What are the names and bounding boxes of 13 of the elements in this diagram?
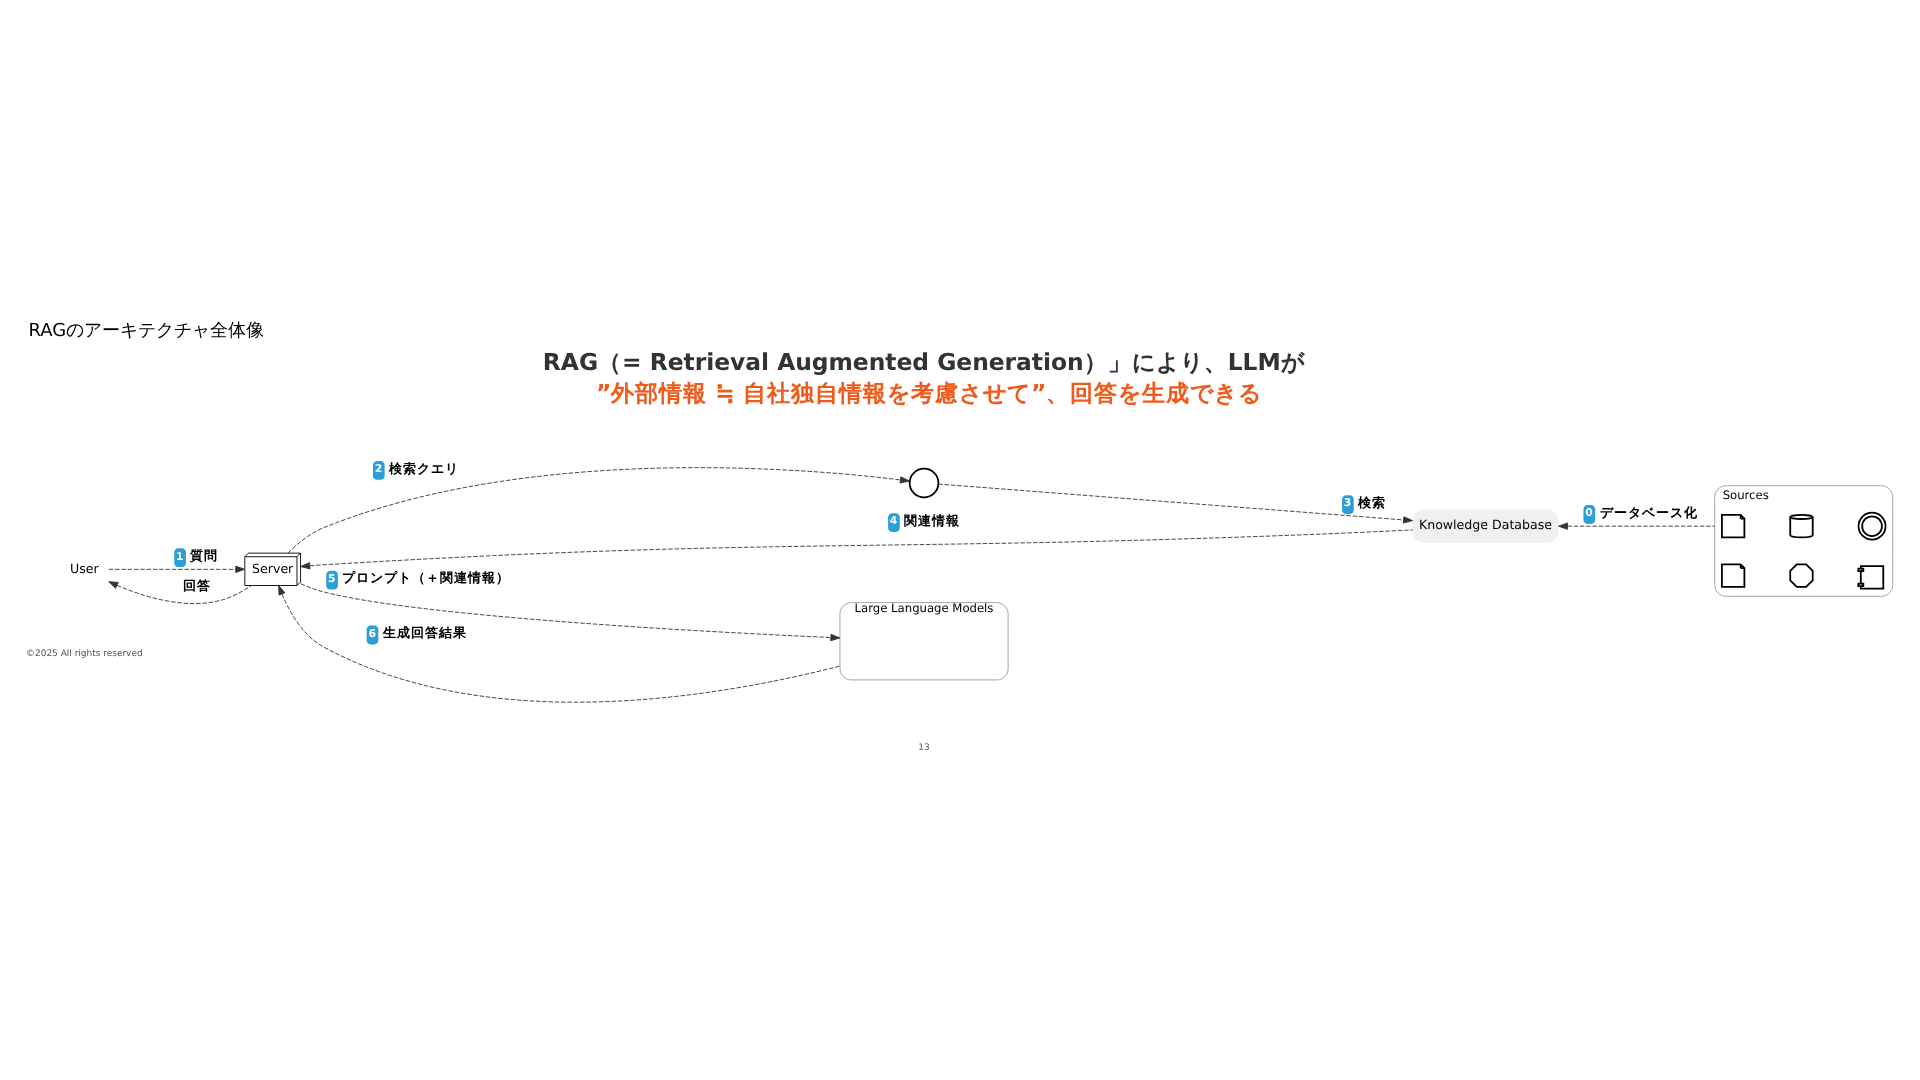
label: ”外部情報 ≒ 自社独自情報を考慮させて”、回答を生成できる xyxy=(595,378,1263,407)
arrow xyxy=(278,584,841,702)
arrow xyxy=(300,582,841,641)
label: RAG（= Retrieval Augmented Generation）」により、LLMが xyxy=(542,346,1305,375)
diagram-title: RAGのアーキテクチャ全体像 xyxy=(28,320,265,341)
arrow xyxy=(287,466,910,553)
arrow xyxy=(938,482,1413,523)
arrow xyxy=(108,564,246,572)
arrow xyxy=(300,528,1414,569)
arrow xyxy=(1558,521,1716,529)
node-magnifier xyxy=(908,466,940,498)
arrow xyxy=(108,580,252,604)
node-gear xyxy=(1789,562,1814,587)
